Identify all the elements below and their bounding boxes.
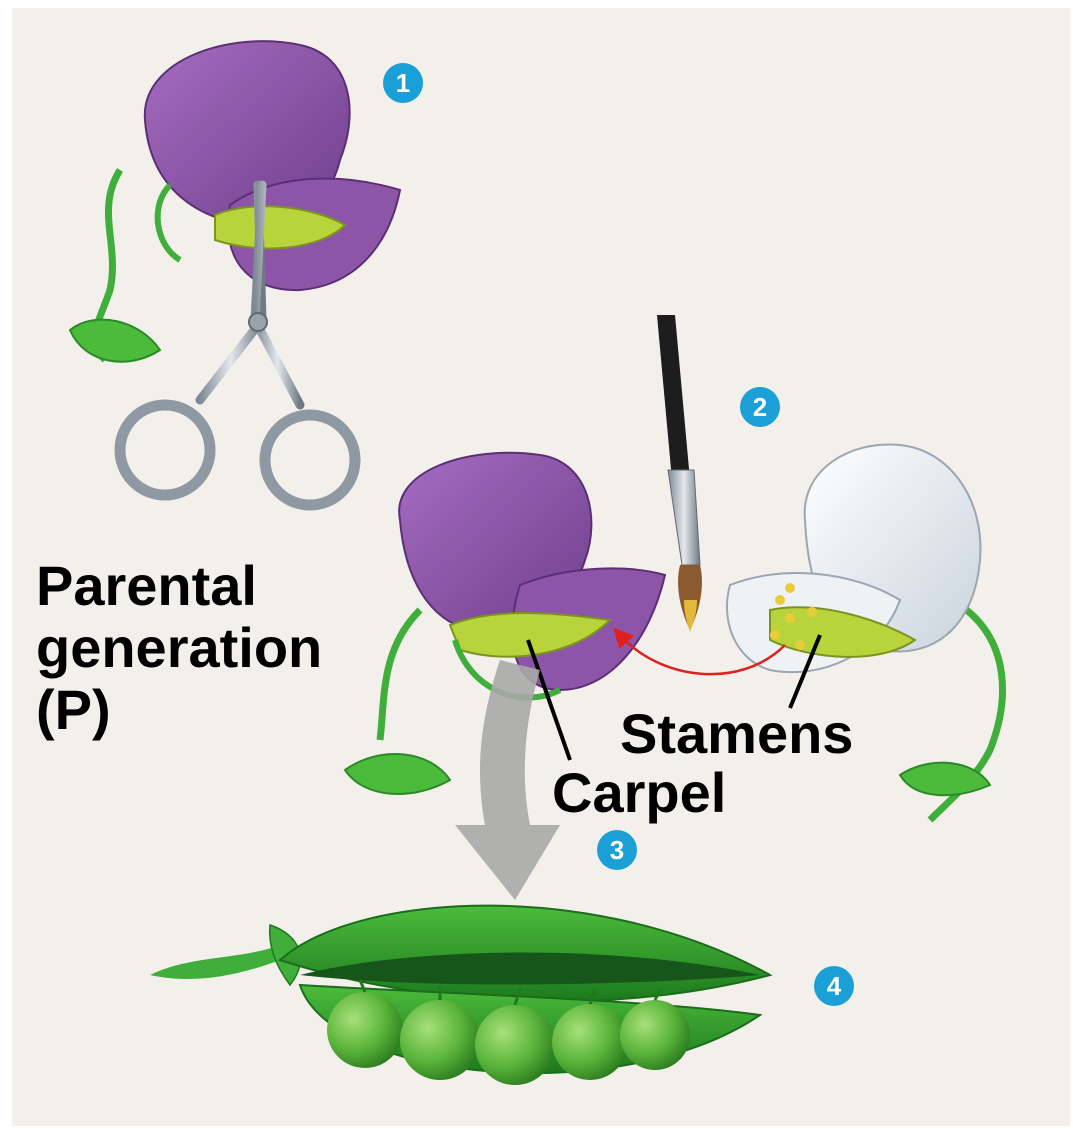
stamens-label: Stamens <box>620 706 853 762</box>
pea-pod-icon <box>150 906 770 1085</box>
parental-line-3: (P) <box>36 679 322 741</box>
parental-generation-label: Parental generation (P) <box>36 555 322 741</box>
parental-line-1: Parental <box>36 555 322 617</box>
parental-line-2: generation <box>36 617 322 679</box>
step-badge-2: 2 <box>740 387 780 427</box>
step-badge-4: 4 <box>814 966 854 1006</box>
step-badge-1: 1 <box>383 63 423 103</box>
paintbrush-icon <box>657 315 702 632</box>
purple-flower-icon <box>70 41 400 362</box>
carpel-label: Carpel <box>552 765 726 821</box>
step-badge-3: 3 <box>597 830 637 870</box>
